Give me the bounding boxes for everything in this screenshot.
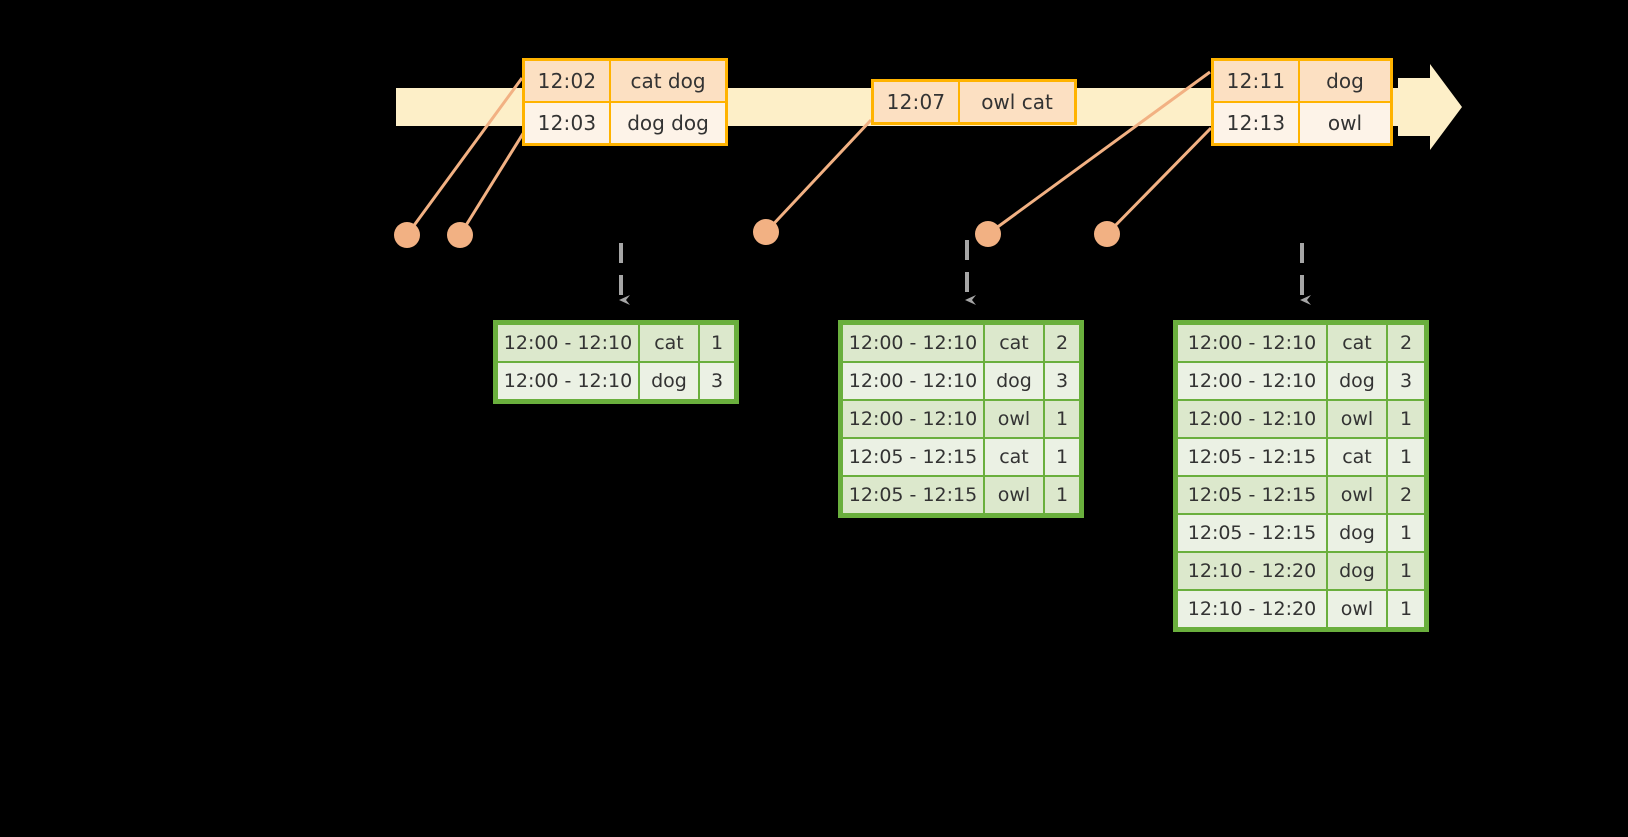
- event-time: 12:03: [525, 103, 611, 143]
- event-time: 12:13: [1214, 103, 1300, 143]
- event-words: owl cat: [981, 90, 1053, 114]
- cell-word: dog: [1328, 553, 1386, 589]
- cell-window: 12:00 - 12:10: [843, 401, 983, 437]
- cell-window: 12:00 - 12:10: [1178, 401, 1326, 437]
- cell-count: 1: [700, 325, 734, 361]
- cell-count: 1: [1388, 401, 1424, 437]
- cell-window: 12:10 - 12:20: [1178, 591, 1326, 627]
- cell-window: 12:05 - 12:15: [843, 477, 983, 513]
- event-words: cat dog: [630, 69, 706, 93]
- cell-window: 12:05 - 12:15: [1178, 439, 1326, 475]
- connector-dots: [394, 219, 1120, 248]
- cell-window: 12:05 - 12:15: [1178, 477, 1326, 513]
- cell-window: 12:00 - 12:10: [843, 363, 983, 399]
- cell-window: 12:00 - 12:10: [1178, 325, 1326, 361]
- event-group-2[interactable]: 12:07 owl cat: [871, 79, 1077, 125]
- cell-count: 1: [1388, 515, 1424, 551]
- cell-word: owl: [1328, 477, 1386, 513]
- dashed-arrows: [619, 240, 1311, 305]
- cell-count: 3: [700, 363, 734, 399]
- event-row[interactable]: 12:02 cat dog: [525, 61, 725, 101]
- cell-word: cat: [1328, 439, 1386, 475]
- event-row[interactable]: 12:03 dog dog: [525, 101, 725, 143]
- cell-count: 1: [1045, 439, 1079, 475]
- cell-count: 2: [1045, 325, 1079, 361]
- event-time: 12:07: [874, 82, 960, 122]
- connector-dot: [394, 222, 420, 248]
- cell-count: 3: [1045, 363, 1079, 399]
- cell-window: 12:05 - 12:15: [1178, 515, 1326, 551]
- connector-dot: [975, 221, 1001, 247]
- connector-dot: [1094, 221, 1120, 247]
- event-group-1[interactable]: 12:02 cat dog 12:03 dog dog: [522, 58, 728, 146]
- event-row[interactable]: 12:07 owl cat: [874, 82, 1074, 122]
- cell-window: 12:00 - 12:10: [498, 325, 638, 361]
- cell-count: 2: [1388, 477, 1424, 513]
- cell-count: 1: [1388, 553, 1424, 589]
- cell-count: 1: [1045, 477, 1079, 513]
- cell-word: owl: [985, 477, 1043, 513]
- cell-window: 12:00 - 12:10: [1178, 363, 1326, 399]
- event-row[interactable]: 12:13 owl: [1214, 101, 1390, 143]
- cell-count: 1: [1045, 401, 1079, 437]
- connector-dot: [447, 222, 473, 248]
- cell-word: owl: [985, 401, 1043, 437]
- cell-word: cat: [640, 325, 698, 361]
- cell-window: 12:10 - 12:20: [1178, 553, 1326, 589]
- event-row[interactable]: 12:11 dog: [1214, 61, 1390, 101]
- cell-word: cat: [985, 325, 1043, 361]
- cell-count: 1: [1388, 439, 1424, 475]
- event-words: dog: [1326, 69, 1364, 93]
- event-group-3[interactable]: 12:11 dog 12:13 owl: [1211, 58, 1393, 146]
- cell-window: 12:00 - 12:10: [498, 363, 638, 399]
- cell-word: cat: [1328, 325, 1386, 361]
- cell-word: dog: [985, 363, 1043, 399]
- cell-count: 2: [1388, 325, 1424, 361]
- cell-word: owl: [1328, 401, 1386, 437]
- connector-dot: [753, 219, 779, 245]
- cell-count: 3: [1388, 363, 1424, 399]
- cell-window: 12:00 - 12:10: [843, 325, 983, 361]
- cell-word: dog: [1328, 515, 1386, 551]
- event-time: 12:11: [1214, 61, 1300, 101]
- cell-count: 1: [1388, 591, 1424, 627]
- event-words: dog dog: [627, 111, 709, 135]
- cell-word: dog: [1328, 363, 1386, 399]
- cell-word: cat: [985, 439, 1043, 475]
- event-time: 12:02: [525, 61, 611, 101]
- cell-word: owl: [1328, 591, 1386, 627]
- cell-window: 12:05 - 12:15: [843, 439, 983, 475]
- cell-word: dog: [640, 363, 698, 399]
- event-words: owl: [1327, 111, 1363, 135]
